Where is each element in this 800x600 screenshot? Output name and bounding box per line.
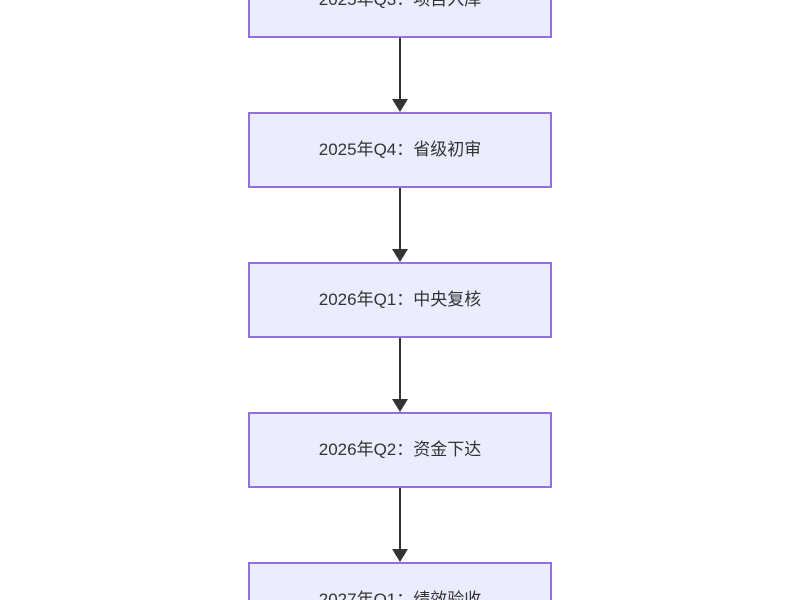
flow-node-label: 2026年Q1：中央复核 (318, 289, 482, 309)
arrow-head-icon (392, 399, 408, 412)
flow-node-performance-acceptance: 2027年Q1：绩效验收 (248, 562, 552, 600)
flow-node-label: 2025年Q3：项目入库 (319, 0, 482, 11)
flow-node-label: 2027年Q1：绩效验收 (318, 589, 482, 600)
flow-node-label: 2026年Q2：资金下达 (318, 439, 482, 459)
flow-node-label: 2025年Q4：省级初审 (318, 139, 482, 159)
arrow-head-icon (392, 99, 408, 112)
arrow-line (399, 188, 401, 250)
arrow-line (399, 38, 401, 100)
flow-node-central-recheck: 2026年Q1：中央复核 (248, 262, 552, 338)
arrow-head-icon (392, 249, 408, 262)
flow-node-project-intake: 2025年Q3：项目入库 (248, 0, 552, 38)
flow-node-fund-disbursement: 2026年Q2：资金下达 (248, 412, 552, 488)
flow-node-provincial-review: 2025年Q4：省级初审 (248, 112, 552, 188)
arrow-line (399, 338, 401, 400)
arrow-line (399, 488, 401, 550)
arrow-head-icon (392, 549, 408, 562)
